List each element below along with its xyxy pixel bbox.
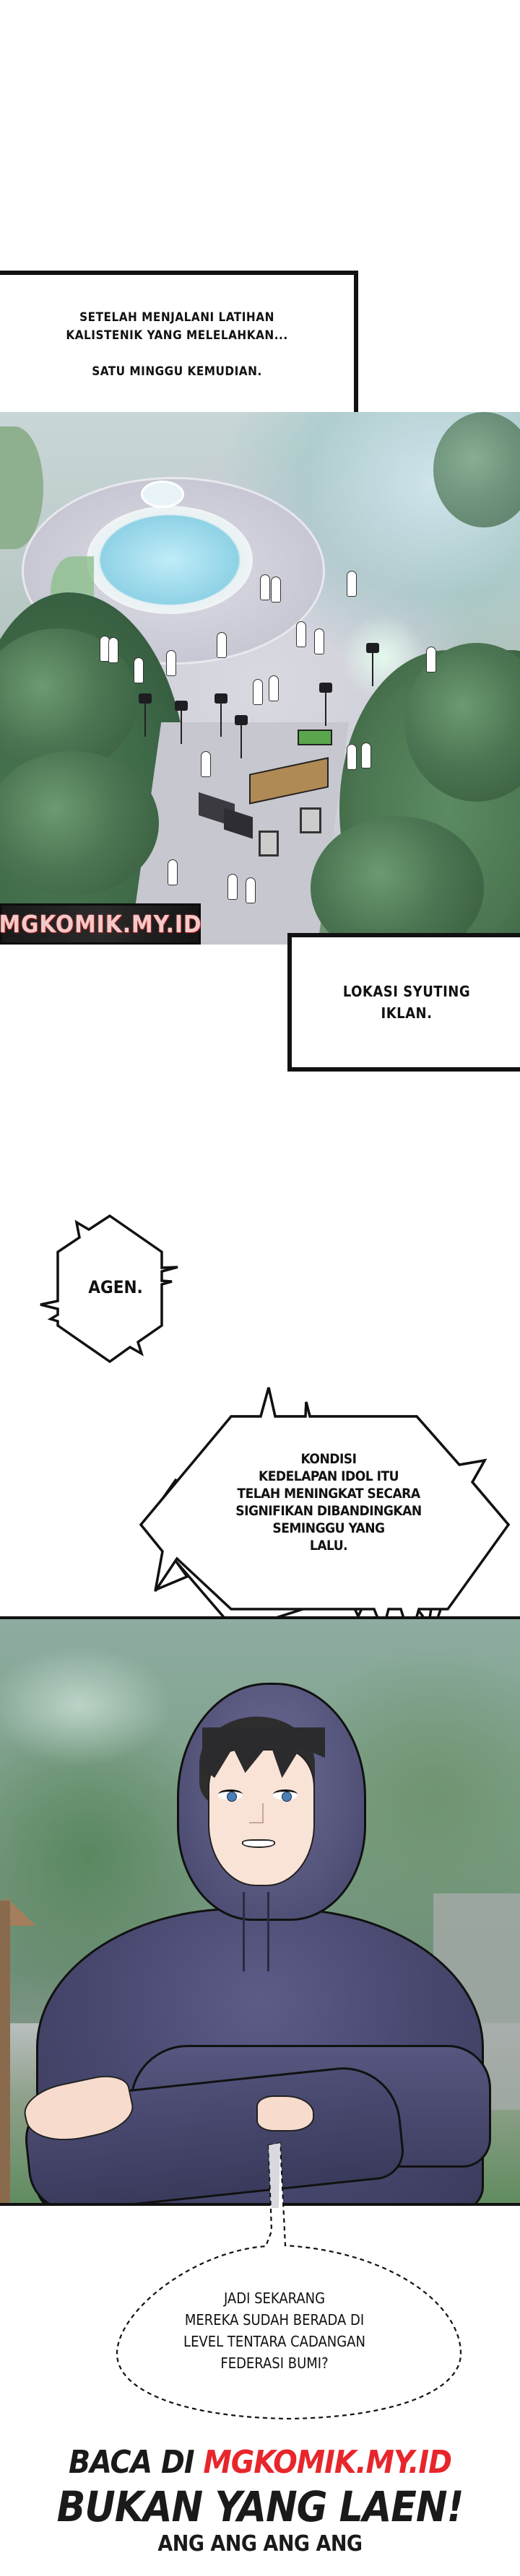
promo-line-3: ANG ANG ANG ANG xyxy=(157,2531,363,2557)
promo-prefix: BACA DI xyxy=(69,2444,204,2481)
bubble-kondisi-line: KONDISI xyxy=(300,1451,357,1467)
camera-tripod xyxy=(214,693,228,737)
caption-1-line-1: SETELAH MENJALANI LATIHAN xyxy=(79,310,274,325)
bubble-jadi-text: JADI SEKARANG MEREKA SUDAH BERADA DI LEV… xyxy=(144,2287,404,2374)
crowd-figure xyxy=(361,742,371,768)
camera-tripod xyxy=(175,701,188,744)
crowd-figure xyxy=(108,637,118,663)
caption-box-2: LOKASI SYUTING IKLAN. xyxy=(287,933,520,1072)
crowd-figure xyxy=(246,877,256,903)
crowd-figure xyxy=(347,744,357,770)
caption-2-line-2: IKLAN. xyxy=(381,1004,433,1022)
bubble-kondisi-line: TELAH MENINGKAT SECARA xyxy=(237,1486,420,1502)
right-eye xyxy=(273,1789,298,1802)
tree-top-right xyxy=(433,412,520,527)
caption-1-line-4: SATU MINGGU KEMUDIAN. xyxy=(92,364,262,379)
park-panel xyxy=(0,412,520,945)
camera-tripod xyxy=(139,693,152,737)
caption-box-1: SETELAH MENJALANI LATIHAN KALISTENIK YAN… xyxy=(0,271,358,419)
crowd-figure xyxy=(426,647,436,673)
bubble-jadi-line: JADI SEKARANG xyxy=(223,2290,326,2307)
bubble-jadi-line: MEREKA SUDAH BERADA DI xyxy=(184,2311,365,2329)
camera-tripod xyxy=(319,683,332,726)
bubble-kondisi-line: SIGNIFIKAN DIBANDINGKAN xyxy=(235,1503,422,1519)
crowd-figure xyxy=(296,621,306,647)
bubble-kondisi-text: KONDISI KEDELAPAN IDOL ITU TELAH MENINGK… xyxy=(209,1450,448,1554)
green-screen-monitor xyxy=(298,730,332,745)
caption-1-line-2: KALISTENIK YANG MELELAHKAN... xyxy=(66,328,288,343)
hoodie-drawstring xyxy=(243,1892,245,1971)
speech-bubble-agen xyxy=(40,1214,178,1364)
promo-site-link[interactable]: MGKOMIK.MY.ID xyxy=(203,2444,452,2481)
camera-tripod xyxy=(366,643,379,686)
crowd-figure xyxy=(269,675,279,701)
tree-bottom-right xyxy=(311,816,484,945)
fountain-top-tier xyxy=(141,481,184,508)
tree-right xyxy=(404,643,520,802)
crowd-figure xyxy=(314,628,324,654)
crowd-figure xyxy=(201,751,211,777)
bubble-jadi-line: FEDERASI BUMI? xyxy=(220,2354,329,2372)
crowd-figure xyxy=(166,650,176,676)
crowd-figure xyxy=(271,577,281,603)
directors-chair xyxy=(259,831,279,857)
crowd-figure xyxy=(134,657,144,683)
bubble-kondisi-line: LALU. xyxy=(309,1538,348,1554)
promo-line-1: BACA DI MGKOMIK.MY.ID xyxy=(0,2443,520,2483)
caption-2-line-1: LOKASI SYUTING xyxy=(342,983,471,1000)
character-mouth xyxy=(242,1839,275,1848)
crowd-figure xyxy=(253,679,263,705)
character-panel xyxy=(0,1616,520,2206)
bubble-agen-text: AGEN. xyxy=(88,1277,143,1297)
bubble-kondisi-line: SEMINGGU YANG xyxy=(272,1520,385,1536)
promo-banner: BACA DI MGKOMIK.MY.ID BUKAN YANG LAEN! A… xyxy=(0,2443,520,2558)
speech-bubble-jadi xyxy=(116,2142,462,2420)
crowd-figure xyxy=(217,632,227,658)
character-hand xyxy=(256,2095,314,2132)
gazebo-post xyxy=(0,1901,10,2203)
promo-line-2: BUKAN YANG LAEN! xyxy=(56,2482,464,2531)
character-face xyxy=(208,1749,315,1886)
tree-left-lower xyxy=(0,751,159,895)
crowd-figure xyxy=(347,571,357,597)
speech-bubble-kondisi xyxy=(139,1387,511,1644)
fountain-pool xyxy=(87,506,253,614)
camera-tripod xyxy=(235,715,248,758)
bubble-kondisi-line: KEDELAPAN IDOL ITU xyxy=(259,1468,399,1484)
bubble-jadi-line: LEVEL TENTARA CADANGAN xyxy=(183,2333,365,2350)
character-nose xyxy=(249,1803,264,1823)
watermark-logo: MGKOMIK.MY.ID xyxy=(0,903,202,945)
hoodie-drawstring xyxy=(267,1892,269,1971)
crowd-figure xyxy=(228,874,238,900)
left-eye xyxy=(218,1789,243,1802)
crowd-figure xyxy=(260,574,270,600)
crowd-figure xyxy=(168,859,178,885)
directors-chair xyxy=(300,807,321,833)
